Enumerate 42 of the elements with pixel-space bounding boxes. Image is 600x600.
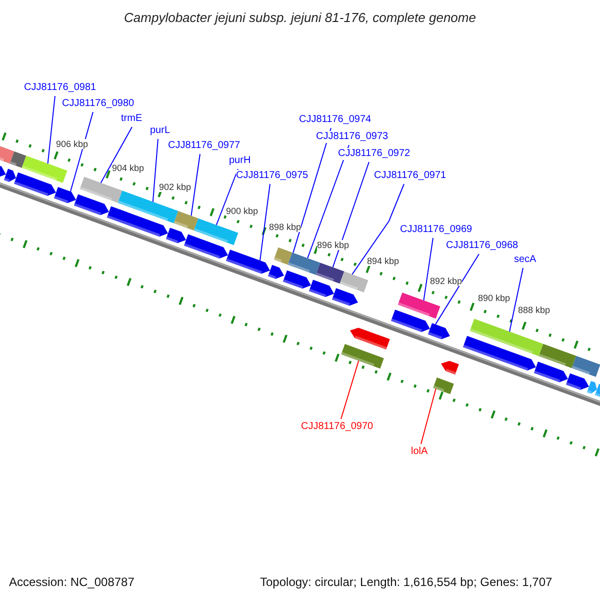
tick-label: 894 kbp	[367, 256, 400, 266]
tick-label: 900 kbp	[226, 206, 258, 216]
leader-line	[216, 168, 238, 226]
gene-label: purL	[150, 125, 170, 137]
leader-line	[260, 184, 270, 261]
footer-text: Topology: circular; Length: 1,616,554 bp; Genes: 1,707	[260, 575, 552, 589]
gene-label: purH	[229, 155, 251, 167]
leader-line	[423, 238, 434, 301]
tick-label: 902 kbp	[159, 182, 192, 192]
leader-line	[70, 112, 94, 192]
tick-label: 898 kbp	[269, 222, 302, 232]
leader-line	[47, 96, 56, 164]
footer-text: Accession: NC_008787	[9, 575, 134, 589]
tick-label: 890 kbp	[478, 293, 510, 303]
leader-line	[307, 144, 350, 259]
gene-label: CJJ81176_0971	[374, 170, 446, 182]
leader-line	[509, 268, 524, 332]
tick-label: 904 kbp	[112, 163, 144, 173]
gene-label: CJJ81176_0974	[299, 114, 372, 126]
leader-line	[152, 138, 158, 202]
gene-label: CJJ81176_0972	[338, 148, 410, 160]
gene-label: CJJ81176_0973	[316, 131, 388, 143]
gene-label: CJJ81176_0981	[24, 82, 96, 94]
gene-label: CJJ81176_0969	[400, 224, 472, 236]
tick-label: 906 kbp	[56, 139, 88, 149]
gene-label: CJJ81176_0970	[301, 421, 374, 433]
gene-label: CJJ81176_0975	[236, 170, 308, 182]
title: Campylobacter jejuni subsp. jejuni 81-176, complete genome	[123, 10, 477, 25]
leader-line	[420, 388, 436, 444]
gene-label: CJJ81176_0980	[62, 98, 134, 110]
tick-label: 896 kbp	[317, 240, 350, 250]
leader-line	[352, 184, 404, 275]
leader-line	[292, 128, 332, 254]
leader-line	[190, 154, 200, 216]
leader-line	[100, 126, 132, 184]
leader-line	[435, 254, 480, 325]
leader-line	[340, 360, 360, 420]
gene-label: CJJ81176_0968	[446, 240, 518, 252]
gene-label: CJJ81176_0977	[168, 140, 240, 152]
leader-line	[332, 162, 370, 268]
tick-label: 892 kbp	[430, 276, 462, 286]
tick-label: 888 kbp	[518, 305, 550, 315]
